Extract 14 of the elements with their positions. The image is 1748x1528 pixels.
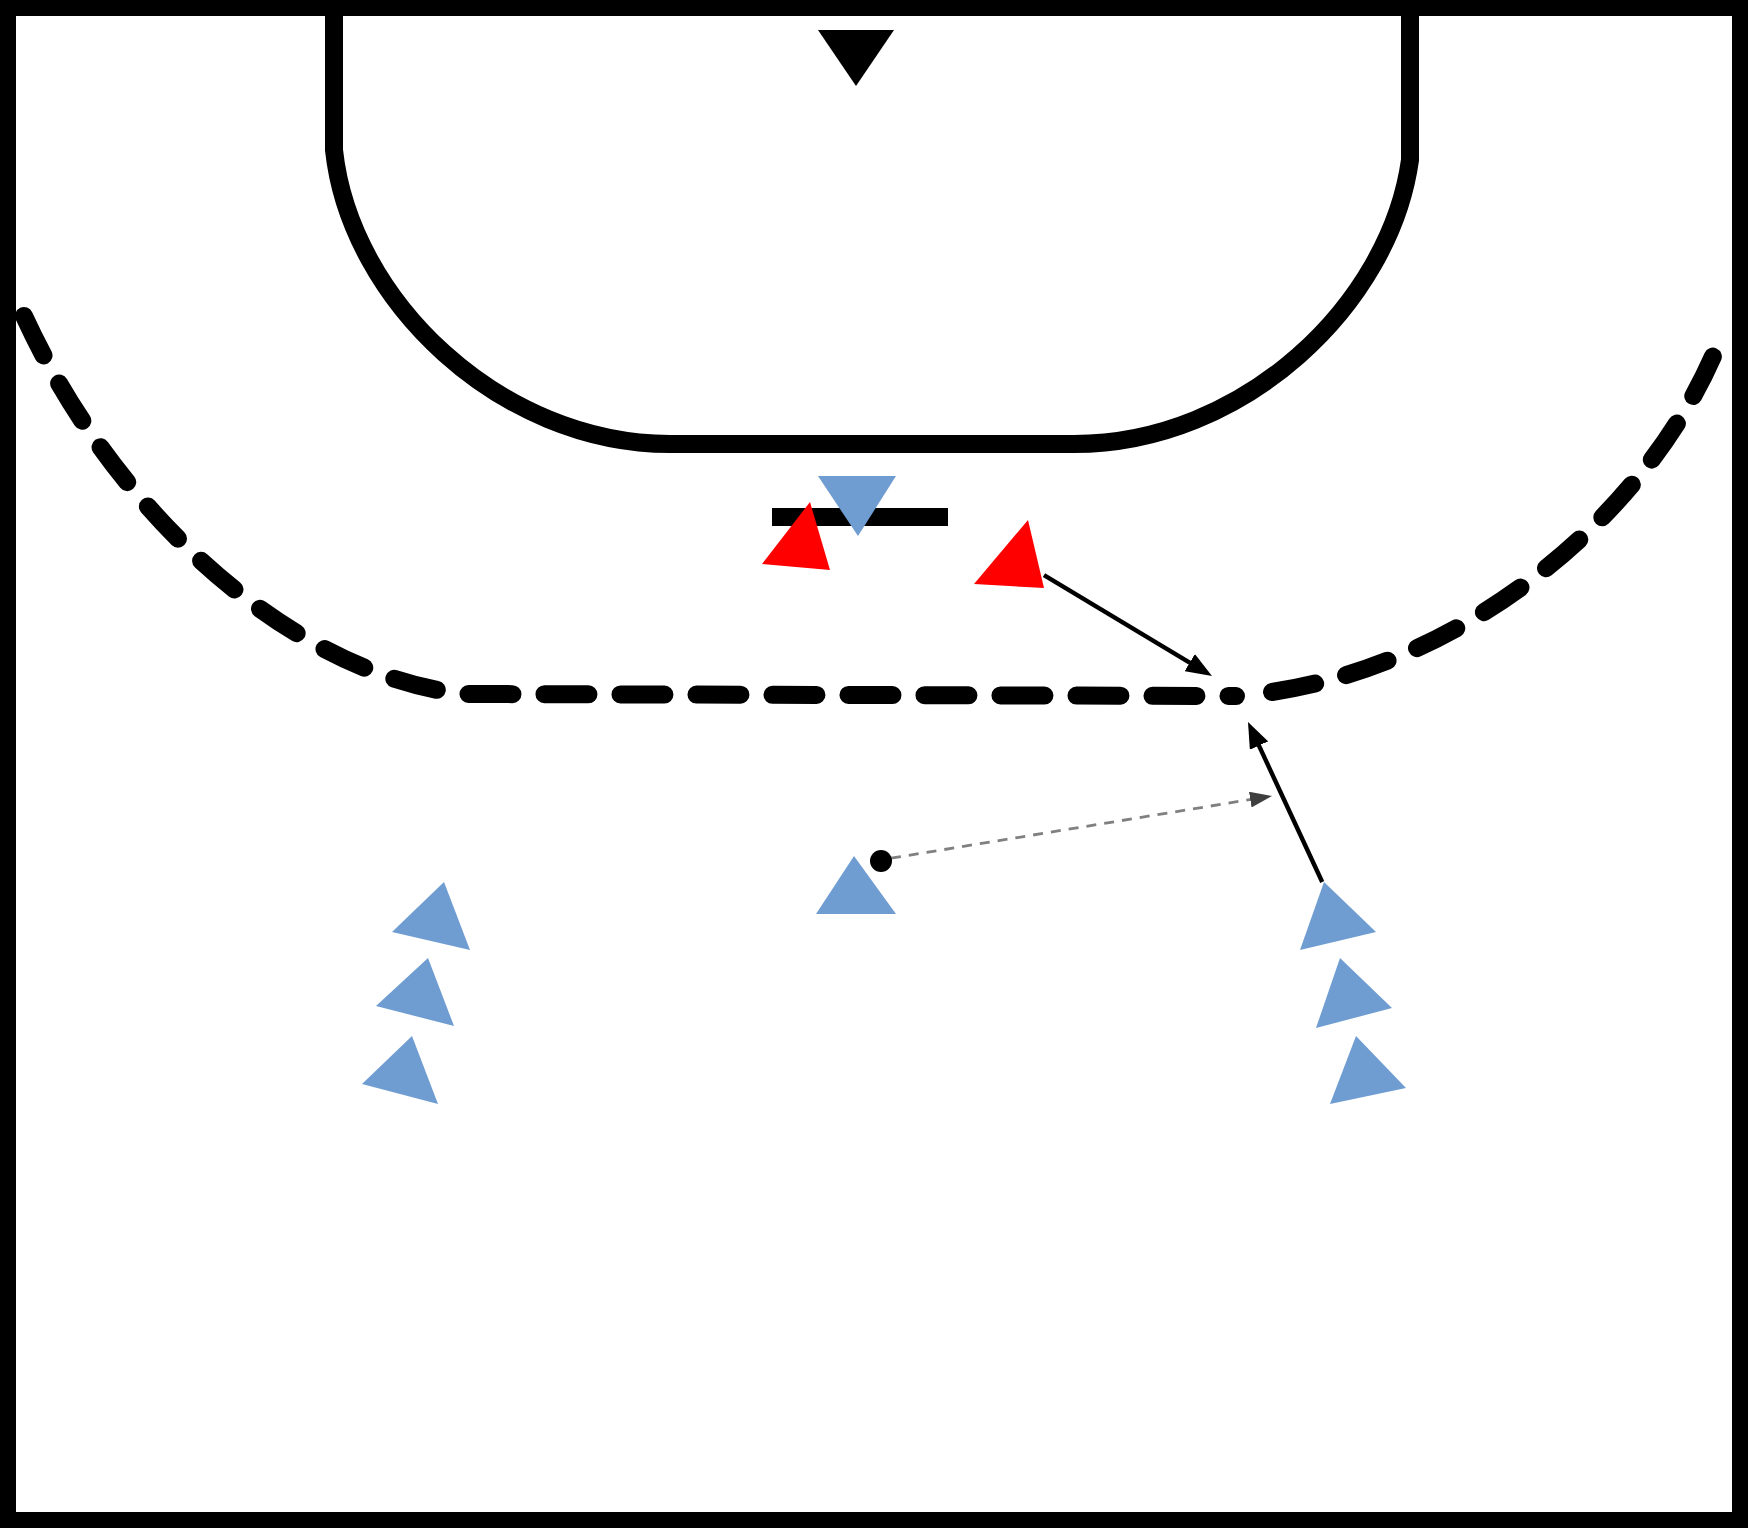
triangle-icon xyxy=(974,520,1044,588)
triangle-icon xyxy=(1316,958,1392,1028)
triangle-icon xyxy=(1330,1036,1406,1104)
triangle-icon xyxy=(762,502,830,570)
ball-icon xyxy=(869,849,891,871)
arrow xyxy=(1248,722,1325,883)
triangle-icon xyxy=(818,476,896,536)
triangle-icon xyxy=(818,30,894,86)
triangle-icon xyxy=(392,882,470,950)
triangle-icon xyxy=(816,856,896,914)
triangle-icon xyxy=(376,958,454,1026)
arrow xyxy=(1042,573,1212,676)
triangle-icon xyxy=(1300,882,1376,950)
triangle-icon xyxy=(362,1036,438,1104)
